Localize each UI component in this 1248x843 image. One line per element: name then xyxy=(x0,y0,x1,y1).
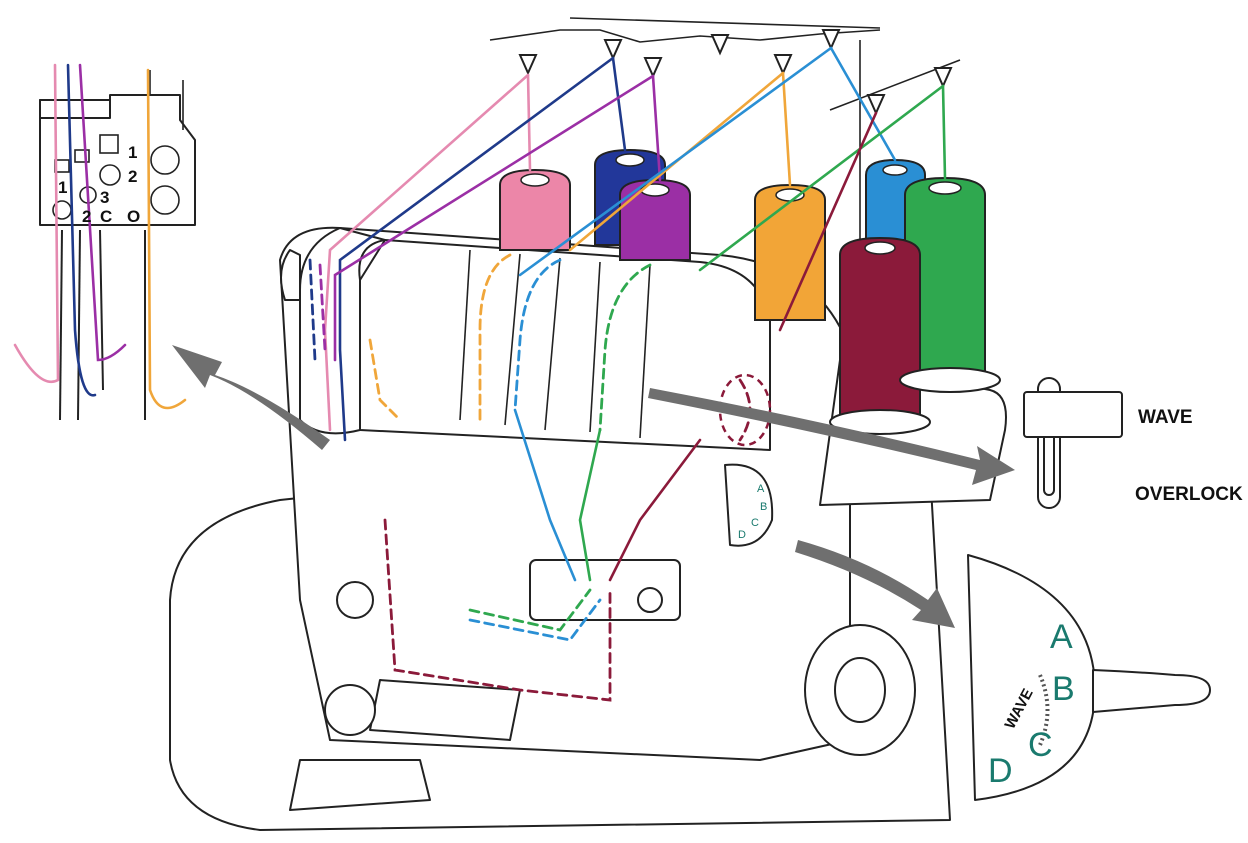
dial-position-a: A xyxy=(1050,618,1073,656)
dial-position-c: C xyxy=(1028,726,1053,764)
small-dial-c: C xyxy=(751,517,759,529)
callout-arrows xyxy=(172,345,1015,628)
stitch-lever: WAVE OVERLOCK xyxy=(1023,377,1243,509)
needle-label-left-1: 1 xyxy=(58,178,67,197)
dial-position-b: B xyxy=(1052,670,1075,708)
needle-label-right-2: 2 xyxy=(128,167,137,186)
small-dial: A B C D xyxy=(724,463,774,547)
small-dial-b: B xyxy=(760,501,767,513)
serger-body xyxy=(169,226,1007,831)
small-dial-a: A xyxy=(757,483,765,495)
needle-label-right-o: O xyxy=(127,207,140,226)
dial-detail: A B C D WAVE xyxy=(967,554,1211,801)
lever-label-overlock: OVERLOCK xyxy=(1135,484,1243,505)
needle-label-right-1: 1 xyxy=(128,143,137,162)
thread-paths xyxy=(323,46,947,582)
needle-detail: 1 2 3 C 1 2 O xyxy=(13,63,196,421)
needle-label-mid-c: C xyxy=(100,207,112,226)
hidden-thread-paths xyxy=(308,253,772,702)
arrow-icon xyxy=(172,345,330,450)
thread-spools xyxy=(499,148,1001,435)
small-dial-d: D xyxy=(738,529,746,541)
arrow-icon xyxy=(648,388,1015,485)
needle-label-left-2: 2 xyxy=(82,207,91,226)
arrow-icon xyxy=(795,540,955,628)
needle-label-mid-3: 3 xyxy=(100,188,109,207)
dial-position-d: D xyxy=(988,752,1013,790)
lever-label-wave: WAVE xyxy=(1138,407,1193,428)
thread-stand xyxy=(489,17,961,250)
